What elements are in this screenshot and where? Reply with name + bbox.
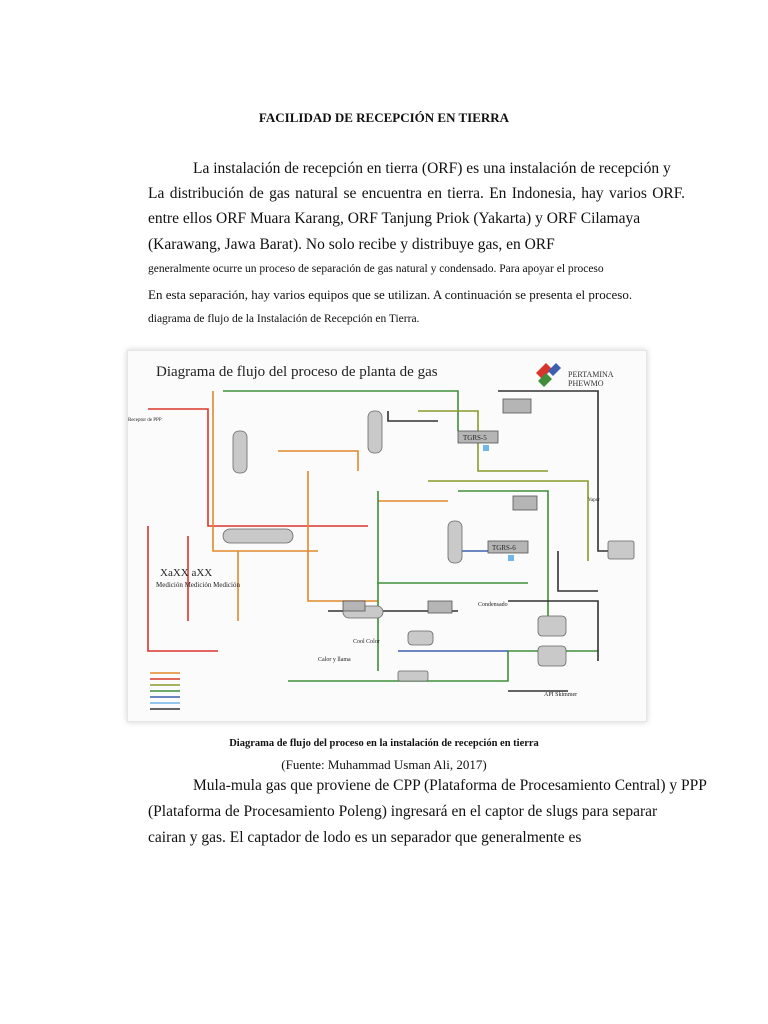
label-xaxx: XaXX aXX	[160, 567, 212, 579]
diagram-svg: Diagrama de flujo del proceso de planta …	[128, 363, 635, 710]
body-line-2: (Plataforma de Procesamiento Poleng) ing…	[148, 803, 658, 820]
intro-line-3: entre ellos ORF Muara Karang, ORF Tanjun…	[148, 210, 641, 227]
intro-line-1: La instalación de recepción en tierra (O…	[193, 160, 671, 177]
svg-text:PHEWMO: PHEWMO	[568, 379, 604, 388]
process-flow-diagram: Diagrama de flujo del proceso de planta …	[127, 350, 647, 722]
label-vapor: Vapor	[588, 498, 600, 503]
svg-text:PERTAMINA: PERTAMINA	[568, 370, 614, 379]
label-receiver: Receptor de PPP	[128, 418, 162, 423]
intro-line-4: (Karawang, Jawa Barat). No solo recibe y…	[148, 236, 555, 253]
body-line-1: Mula-mula gas que proviene de CPP (Plata…	[193, 777, 707, 794]
label-cool-color: Cool Color	[353, 639, 380, 645]
label-tgrs5: TGRS-5	[463, 434, 487, 442]
label-medicion: Medición Medición Medición	[156, 581, 240, 589]
figure-source: (Fuente: Muhammad Usman Ali, 2017)	[281, 757, 487, 772]
intro-line-2: La distribución de gas natural se encuen…	[148, 185, 685, 202]
label-calor: Calor y llama	[318, 657, 351, 663]
body-line-3: cairan y gas. El captador de lodo es un …	[148, 829, 582, 846]
diagram-legend	[150, 672, 180, 710]
label-tgrs6: TGRS-6	[492, 544, 516, 552]
intro-line-7: diagrama de flujo de la Instalación de R…	[148, 313, 420, 325]
figure-caption: Diagrama de flujo del proceso en la inst…	[229, 738, 539, 749]
intro-line-6: En esta separación, hay varios equipos q…	[148, 287, 633, 302]
label-condensado: Condensado	[478, 602, 508, 608]
page-title: FACILIDAD DE RECEPCIÓN EN TIERRA	[258, 110, 510, 125]
pertamina-logo: PERTAMINA PHEWMO	[536, 363, 614, 388]
intro-line-5: generalmente ocurre un proceso de separa…	[148, 263, 604, 275]
label-api-skimmer: API Skimmer	[544, 692, 577, 698]
diagram-title: Diagrama de flujo del proceso de planta …	[156, 364, 438, 380]
